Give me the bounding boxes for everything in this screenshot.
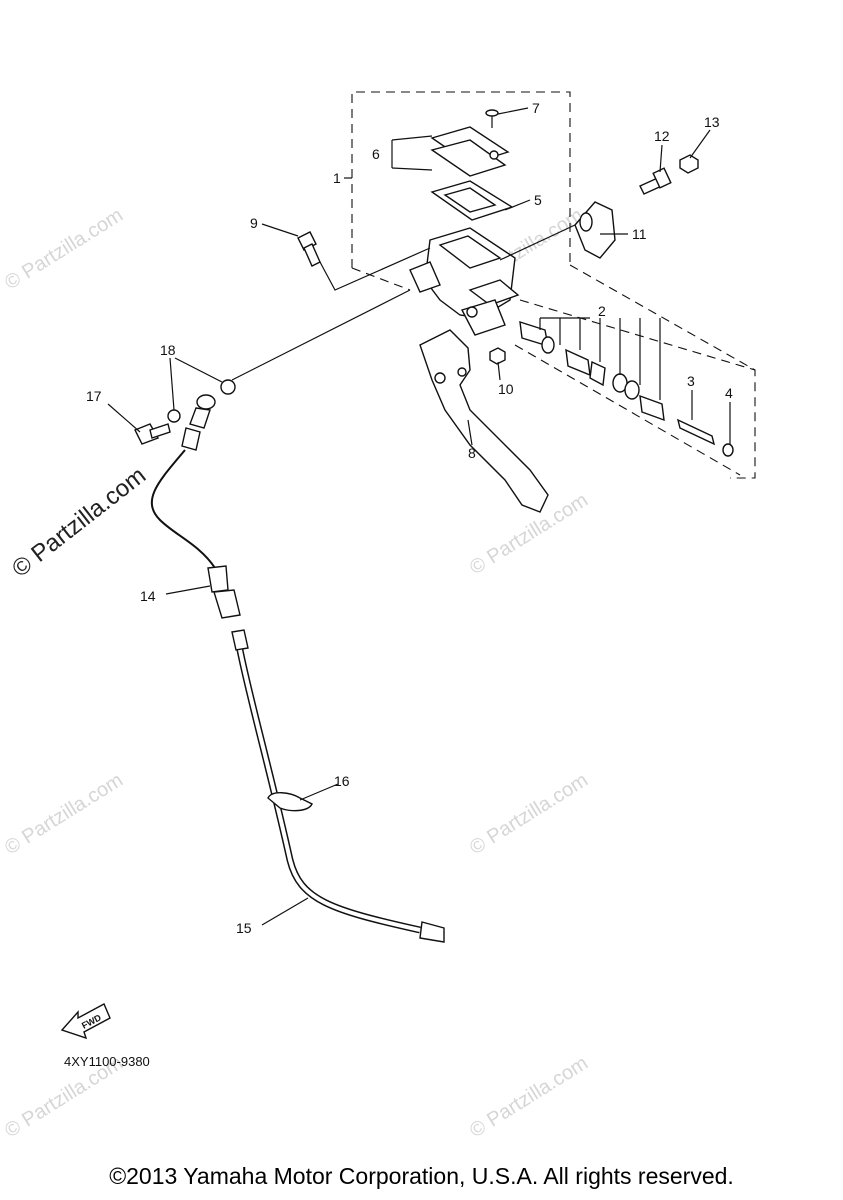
callout-10: 10	[498, 381, 514, 397]
assembly-box-1	[351, 91, 756, 479]
callout-5: 5	[534, 192, 542, 208]
washer	[220, 379, 236, 395]
watermark-large: © Partzilla.com	[7, 462, 151, 583]
diaphragm	[430, 180, 514, 221]
watermark: © Partzilla.com	[466, 769, 592, 859]
diagram-part-code: 4XY1100-9380	[64, 1054, 150, 1069]
callout-18: 18	[160, 342, 176, 358]
callout-2: 2	[598, 303, 606, 319]
callout-17: 17	[86, 388, 102, 404]
hose-leader	[499, 224, 576, 261]
callout-1: 1	[333, 170, 341, 186]
callout-leaders	[107, 107, 731, 926]
reservoir-cap	[430, 126, 510, 177]
callout-3: 3	[687, 373, 695, 389]
hose-leader	[231, 289, 411, 381]
lower-pipe	[231, 629, 445, 943]
callout-15: 15	[236, 920, 252, 936]
hose-fitting-upper	[181, 394, 216, 451]
callout-13: 13	[704, 114, 720, 130]
pivot-nut	[489, 347, 506, 365]
washer	[167, 409, 181, 423]
callout-6: 6	[372, 146, 380, 162]
watermark: © Partzilla.com	[1, 769, 127, 859]
watermark: © Partzilla.com	[1, 204, 127, 294]
callout-11: 11	[632, 226, 647, 242]
piston-kit	[519, 320, 665, 422]
hose-clip	[267, 792, 313, 812]
banjo-bolt-17	[134, 423, 171, 445]
callout-7: 7	[532, 100, 540, 116]
callout-16: 16	[334, 773, 350, 789]
clamp-nut	[679, 154, 699, 174]
push-rod	[676, 418, 716, 446]
master-cylinder-body	[409, 227, 520, 336]
hose-joint	[207, 565, 241, 619]
callout-14: 14	[140, 588, 156, 604]
watermark: © Partzilla.com	[466, 1052, 592, 1142]
upper-hose	[150, 449, 216, 569]
fwd-arrow-icon: FWD	[60, 1003, 111, 1040]
callout-12: 12	[654, 128, 670, 144]
handlebar-clamp	[574, 201, 616, 259]
cap-screw	[485, 109, 499, 128]
callout-9: 9	[250, 215, 258, 231]
callout-4: 4	[725, 385, 733, 401]
callout-8: 8	[468, 445, 476, 461]
assembly-box-2	[514, 299, 756, 476]
clamp-bolt	[639, 167, 672, 195]
copyright-notice: ©2013 Yamaha Motor Corporation, U.S.A. A…	[109, 1163, 734, 1189]
banjo-bolt-9	[297, 231, 321, 267]
dust-boot	[722, 443, 734, 457]
clutch-lever	[419, 329, 549, 513]
hose-leader	[319, 247, 431, 291]
